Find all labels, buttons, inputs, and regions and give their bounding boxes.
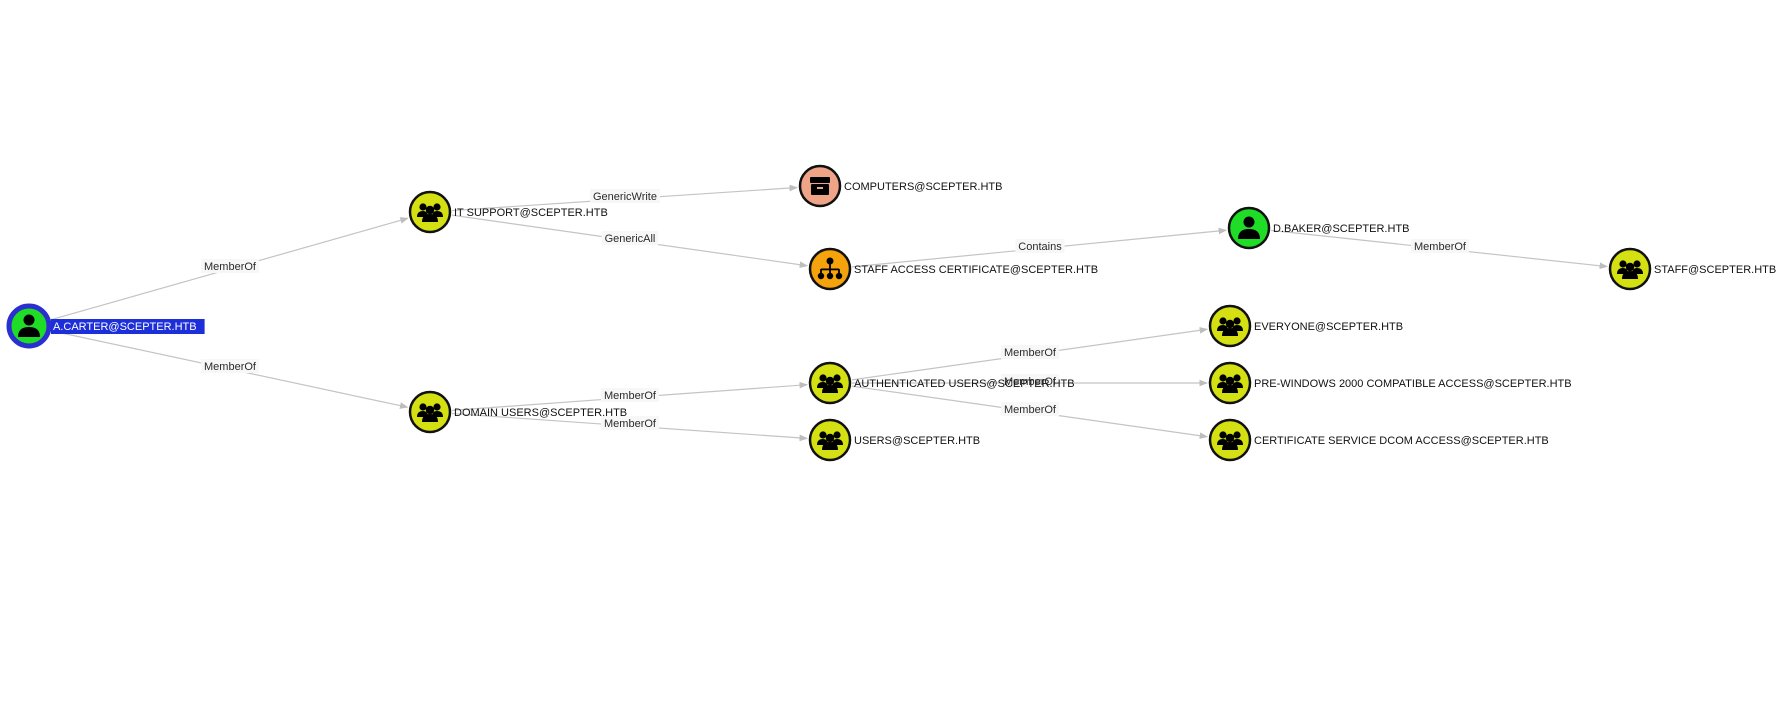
node-users[interactable]: USERS@SCEPTER.HTB [808, 418, 980, 462]
edge-domainusers-to-users[interactable]: MemberOf [451, 412, 808, 442]
node-computers[interactable]: COMPUTERS@SCEPTER.HTB [798, 164, 1002, 208]
user-icon [1238, 216, 1260, 239]
edge-label: MemberOf [604, 390, 657, 402]
edge-label-background [1001, 345, 1059, 359]
group-icon [817, 431, 843, 450]
selected-label-background [51, 319, 205, 334]
edge-authusers-to-everyone[interactable]: MemberOf [851, 326, 1209, 381]
node-label: STAFF ACCESS CERTIFICATE@SCEPTER.HTB [854, 264, 1098, 276]
group-icon [1217, 317, 1243, 336]
group-icon [1217, 431, 1243, 450]
edge-acarter-to-domainusers[interactable]: MemberOf [50, 330, 409, 409]
nodes-layer: A.CARTER@SCEPTER.HTB IT SUPPORT@SCEPTER.H… [6, 164, 1776, 462]
node-staff[interactable]: STAFF@SCEPTER.HTB [1608, 247, 1776, 291]
node-circle [6, 303, 52, 349]
edge-label-background [1001, 374, 1059, 388]
edge-label-background [201, 259, 259, 273]
edge-label-background [201, 359, 259, 373]
node-label: CERTIFICATE SERVICE DCOM ACCESS@SCEPTER.… [1254, 435, 1549, 447]
edge-label-background [1001, 402, 1059, 416]
node-label: STAFF@SCEPTER.HTB [1654, 264, 1776, 276]
node-circle [1227, 206, 1271, 250]
edge-label: MemberOf [204, 361, 257, 373]
node-label: DOMAIN USERS@SCEPTER.HTB [454, 407, 627, 419]
edge-label: GenericWrite [593, 191, 657, 203]
group-icon [417, 203, 443, 222]
edge-label: MemberOf [1004, 376, 1057, 388]
node-domain-users[interactable]: DOMAIN USERS@SCEPTER.HTB [408, 390, 627, 434]
container-icon [810, 177, 830, 195]
node-a-carter[interactable]: A.CARTER@SCEPTER.HTB [6, 303, 205, 349]
node-d-baker[interactable]: D.BAKER@SCEPTER.HTB [1227, 206, 1409, 250]
edge-label: Contains [1018, 241, 1062, 253]
edge-dbaker-to-staff[interactable]: MemberOf [1270, 229, 1608, 270]
edge-label-background [1411, 239, 1469, 253]
edge-label: MemberOf [1414, 241, 1467, 253]
edge-domainusers-to-authusers[interactable]: MemberOf [451, 381, 808, 412]
node-label: USERS@SCEPTER.HTB [854, 435, 980, 447]
edge-label: MemberOf [1004, 347, 1057, 359]
group-icon [417, 403, 443, 422]
node-label: AUTHENTICATED USERS@SCEPTER.HTB [854, 378, 1075, 390]
group-icon [817, 374, 843, 393]
node-it-support[interactable]: IT SUPPORT@SCEPTER.HTB [408, 190, 608, 234]
edge-staffaccess-to-dbaker[interactable]: Contains [851, 227, 1227, 268]
edge-label-background [601, 231, 659, 245]
edge-itsupport-to-staffaccess[interactable]: GenericAll [451, 214, 809, 269]
edge-label-background [1015, 239, 1065, 253]
edge-authusers-to-prewin2000[interactable]: MemberOf [852, 374, 1208, 388]
group-icon [1617, 260, 1643, 279]
edge-authusers-to-certsvc[interactable]: MemberOf [851, 385, 1209, 440]
node-certificate-service-dcom-access[interactable]: CERTIFICATE SERVICE DCOM ACCESS@SCEPTER.… [1208, 418, 1549, 462]
node-label: IT SUPPORT@SCEPTER.HTB [454, 207, 608, 219]
edge-label-background [590, 189, 660, 203]
node-label: PRE-WINDOWS 2000 COMPATIBLE ACCESS@SCEPT… [1254, 378, 1572, 390]
ou-icon [817, 257, 843, 280]
node-pre-windows-2000-compatible-access[interactable]: PRE-WINDOWS 2000 COMPATIBLE ACCESS@SCEPT… [1208, 361, 1572, 405]
node-label: EVERYONE@SCEPTER.HTB [1254, 321, 1403, 333]
node-staff-access-certificate[interactable]: STAFF ACCESS CERTIFICATE@SCEPTER.HTB [808, 247, 1098, 291]
edge-acarter-to-itsupport[interactable]: MemberOf [49, 217, 409, 321]
edge-label: MemberOf [604, 418, 657, 430]
edge-label-background [601, 388, 659, 402]
edge-label-background [601, 416, 659, 430]
edges-layer: MemberOfMemberOfGenericWriteGenericAllMe… [49, 184, 1608, 442]
node-label: D.BAKER@SCEPTER.HTB [1273, 223, 1409, 235]
node-label: A.CARTER@SCEPTER.HTB [53, 321, 197, 333]
edge-itsupport-to-computers[interactable]: GenericWrite [451, 184, 798, 212]
edge-label: MemberOf [204, 261, 257, 273]
group-icon [1217, 374, 1243, 393]
user-icon [18, 314, 40, 337]
edge-label: GenericAll [605, 233, 656, 245]
node-everyone[interactable]: EVERYONE@SCEPTER.HTB [1208, 304, 1403, 348]
edge-label: MemberOf [1004, 404, 1057, 416]
node-authenticated-users[interactable]: AUTHENTICATED USERS@SCEPTER.HTB [808, 361, 1075, 405]
node-label: COMPUTERS@SCEPTER.HTB [844, 181, 1002, 193]
